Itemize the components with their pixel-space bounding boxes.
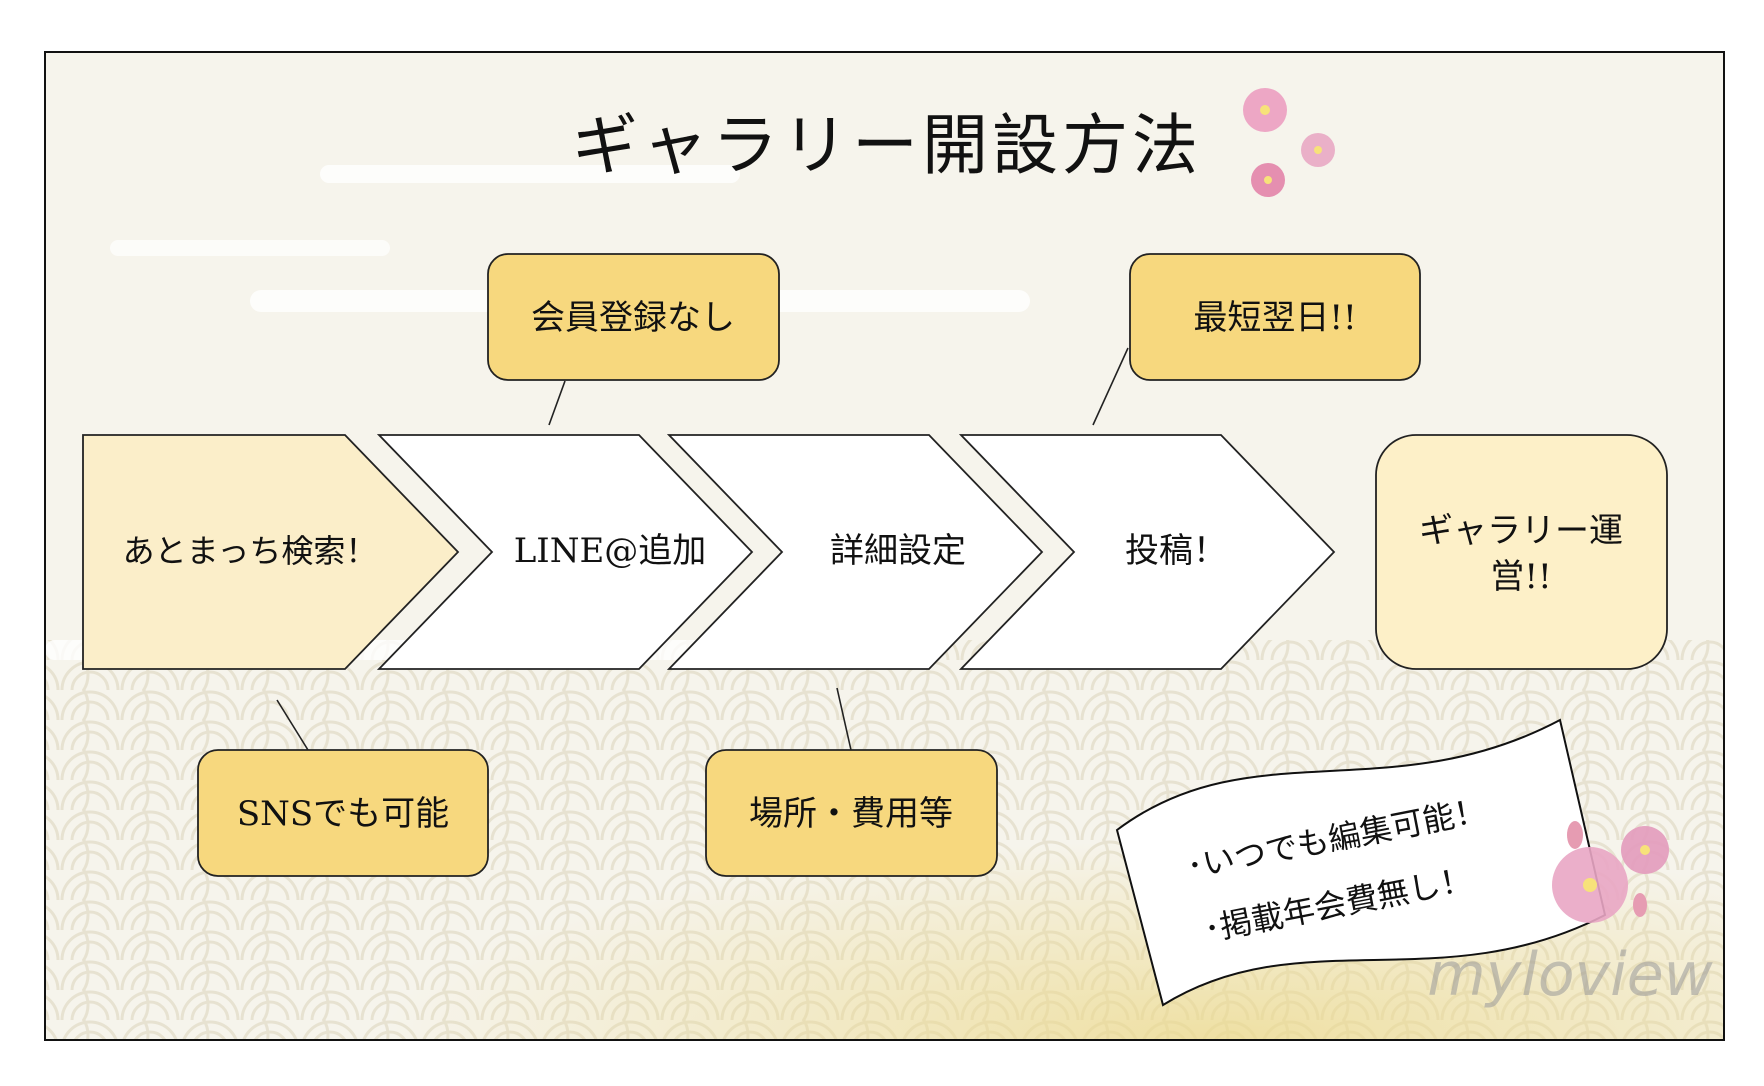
step-4-label: 投稿！ (1125, 531, 1227, 571)
step-3-label: 詳細設定 (830, 531, 966, 571)
callout-next-day: 最短翌日!! (1129, 253, 1421, 381)
svg-text:会員登録なし: 会員登録なし (531, 298, 735, 338)
step-1: あとまっち検索！ (82, 434, 460, 670)
final-step-line1: ギャラリー運 (1419, 511, 1623, 551)
step-2: LINE@追加 (376, 434, 754, 670)
svg-text:最短翌日!!: 最短翌日!! (1193, 298, 1356, 338)
step-chevrons: あとまっち検索！ LINE@追加 詳細設定 投稿！ (82, 434, 1336, 670)
sakura-top-icon (1243, 88, 1335, 197)
callout-sns: SNSでも可能 (197, 749, 489, 877)
svg-text:場所・費用等: 場所・費用等 (749, 794, 953, 834)
step-4: 投稿！ (958, 434, 1336, 670)
page-title: ギャラリー開設方法 (572, 107, 1202, 184)
final-step-line2: 営!! (1490, 557, 1551, 597)
step-2-label: LINE@追加 (514, 531, 707, 571)
svg-text:SNSでも可能: SNSでも可能 (237, 794, 449, 834)
connector-lines (276, 347, 1129, 751)
callout-no-registration: 会員登録なし (487, 253, 780, 381)
slide-border (44, 51, 1725, 1041)
final-step-box: ギャラリー運 営!! (1375, 434, 1668, 670)
callouts: 会員登録なし 最短翌日!! SNSでも可能 場所・費用等 (197, 253, 1421, 877)
wave-banner: ･いつでも編集可能！ ･掲載年会費無し！ (1115, 718, 1607, 1007)
step-1-label: あとまっち検索！ (123, 532, 378, 570)
callout-location-cost: 場所・費用等 (705, 749, 998, 877)
sakura-bottom-icon (1552, 821, 1669, 923)
step-3: 詳細設定 (666, 434, 1044, 670)
